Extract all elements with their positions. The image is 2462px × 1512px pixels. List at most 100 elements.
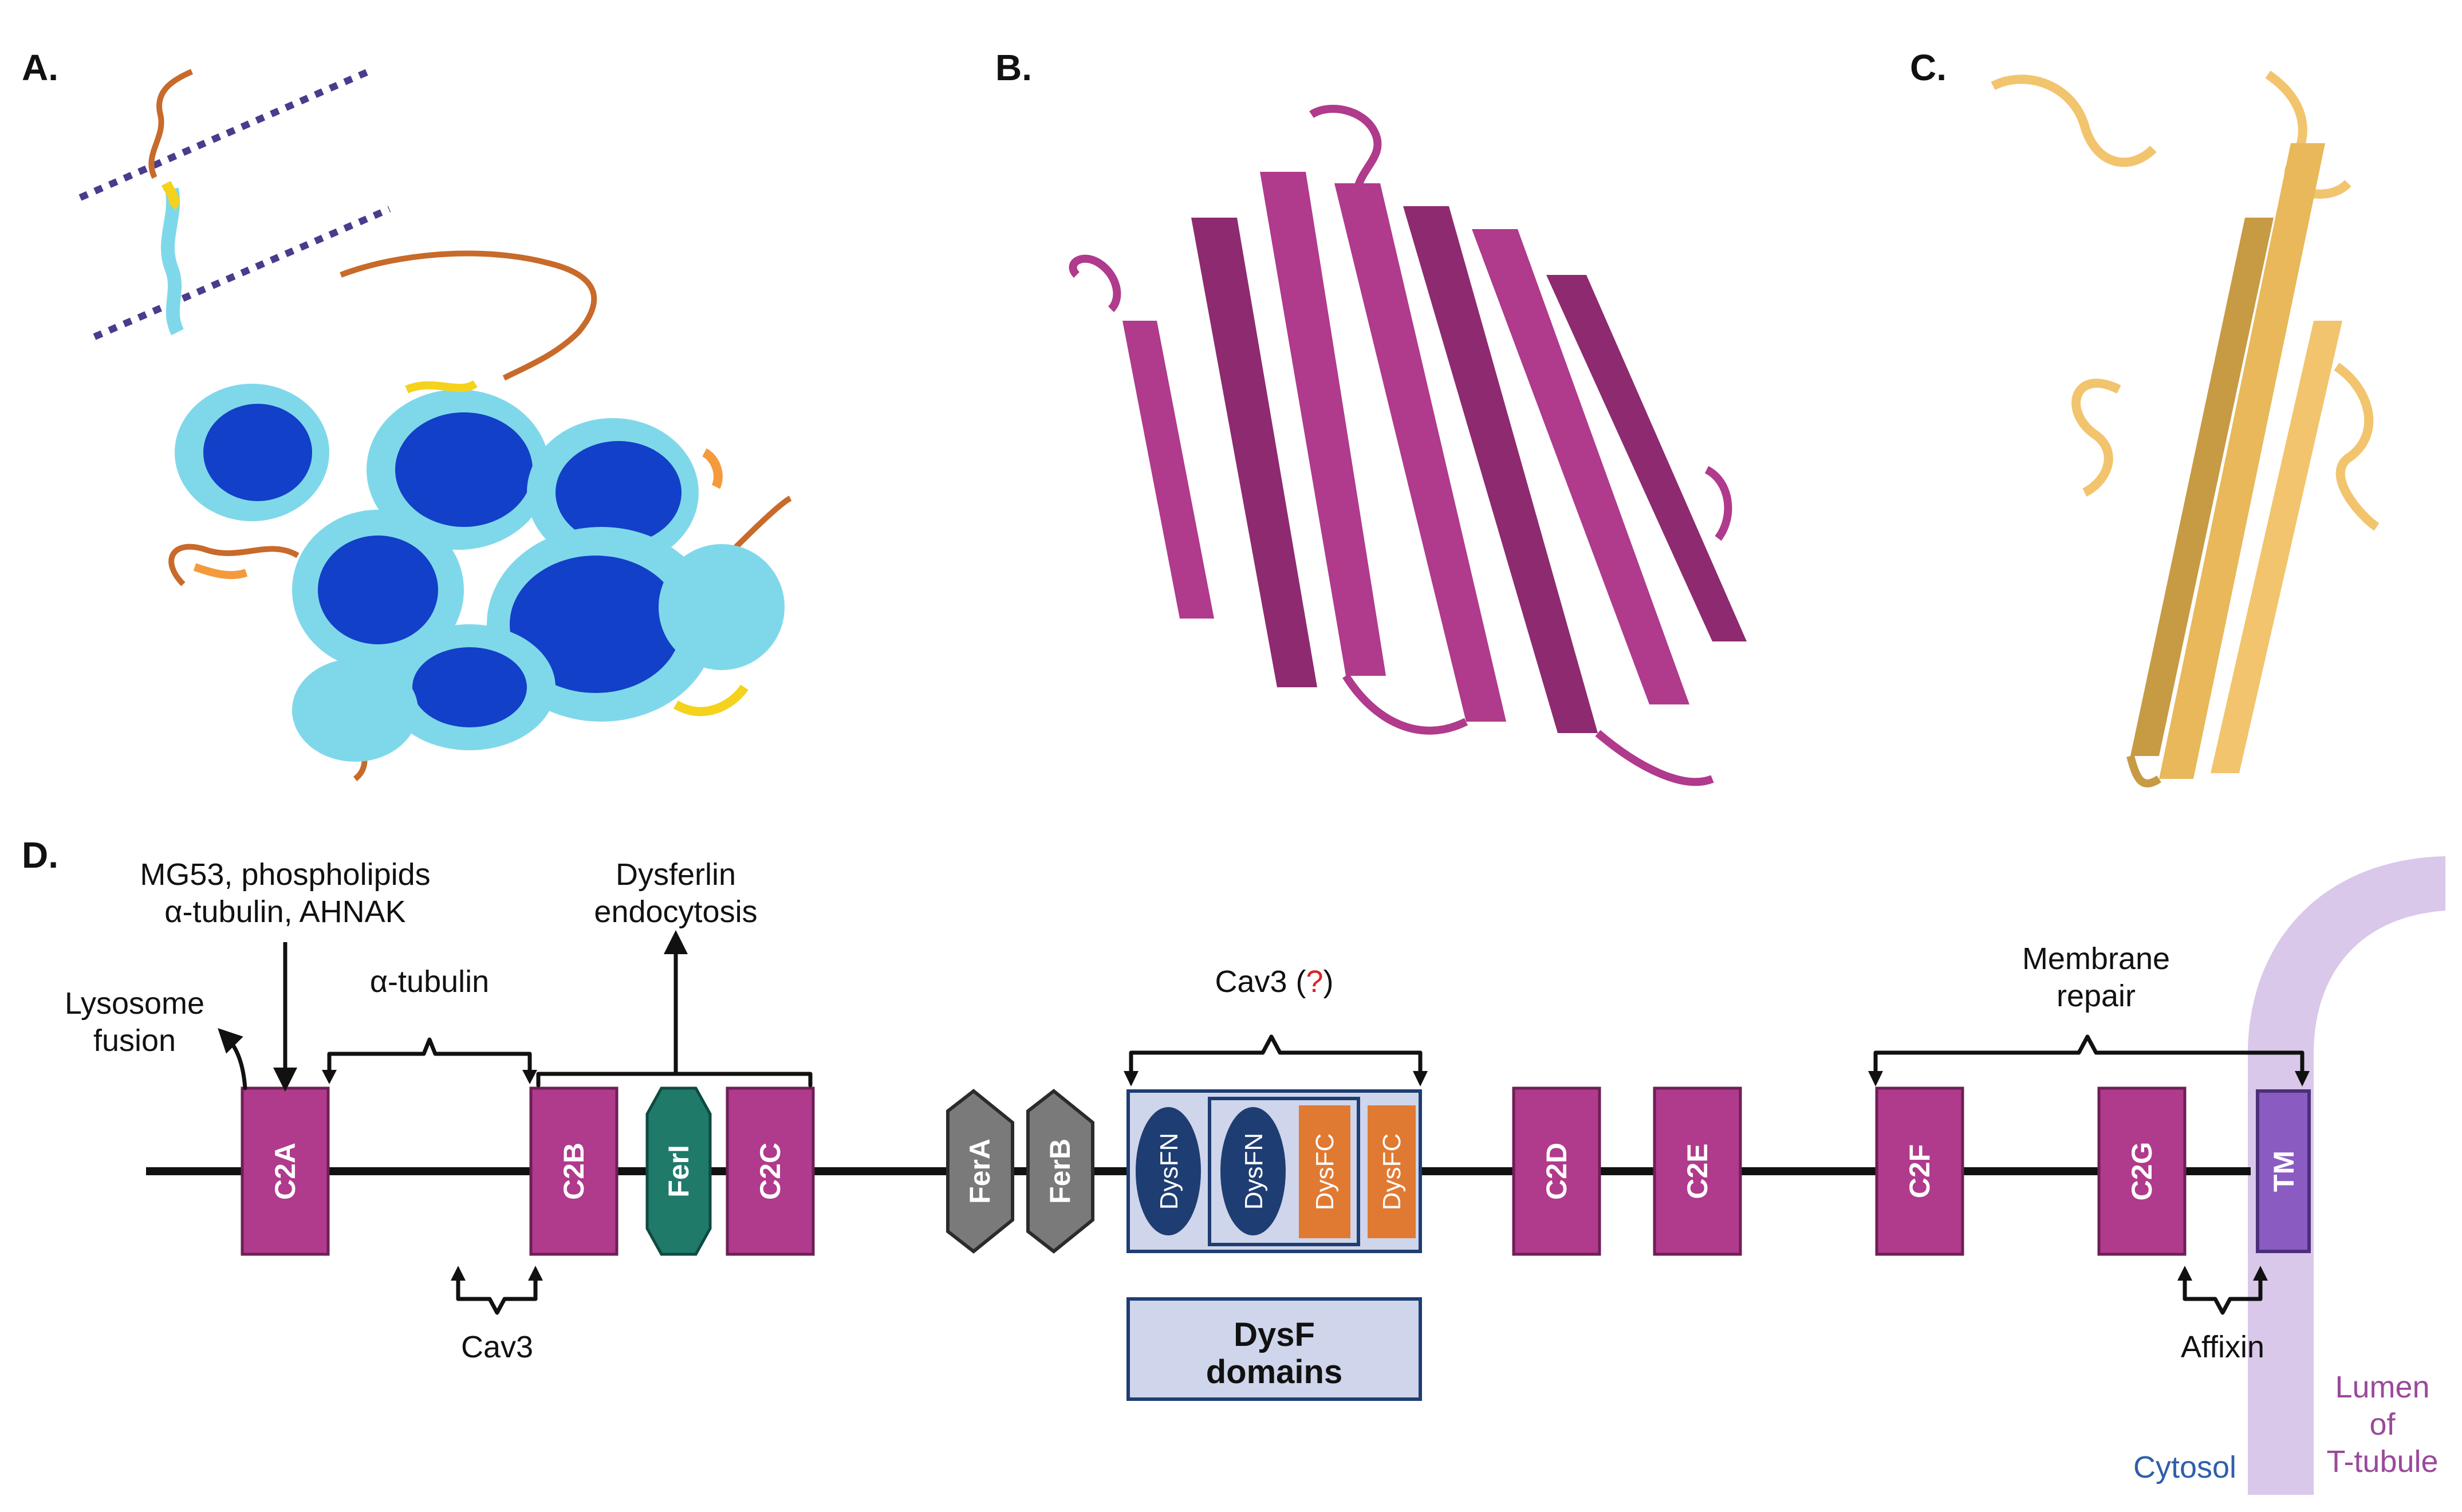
domain-blob-core xyxy=(510,556,682,693)
loop xyxy=(1704,466,1732,541)
domain-ferl-label: FerI xyxy=(663,1145,695,1198)
dysfc-domain-2 xyxy=(1368,1105,1416,1238)
cav3-dysf-arrowhead-right xyxy=(1413,1071,1428,1086)
domain-c2b: C2B xyxy=(529,1086,619,1256)
lysosome-label-line2: fusion xyxy=(93,1023,176,1058)
cav3-dysf-arrowhead-left xyxy=(1124,1071,1139,1086)
beta-strand xyxy=(1260,172,1386,676)
structure-b-dysf-domain xyxy=(1069,105,1747,786)
loop xyxy=(1595,730,1714,786)
domain-blob-core xyxy=(395,412,533,527)
lumen-label-line3: T-tubule xyxy=(2326,1444,2438,1479)
cav3-c2b-arrowhead-left xyxy=(451,1266,466,1281)
terminal-loop xyxy=(168,544,300,586)
dysfn-domain-2 xyxy=(1220,1107,1286,1235)
cav3-c2b-arrowhead-right xyxy=(528,1266,543,1281)
cav3-dysf-prefix: Cav3 ( xyxy=(1215,964,1306,999)
accent-yellow xyxy=(405,380,478,393)
lumen-label-line1: Lumen xyxy=(2335,1370,2429,1404)
domain-c2e: C2E xyxy=(1653,1086,1742,1256)
structure-a-full-dysferlin xyxy=(78,66,792,781)
domain-ferl: FerI xyxy=(645,1086,712,1256)
helix-yellow xyxy=(161,180,180,210)
domain-ferb: FerB xyxy=(1026,1089,1094,1254)
lumen-label-line2: of xyxy=(2369,1407,2396,1442)
terminal-loop xyxy=(148,69,193,179)
mg53-label-line1: MG53, phospholipids xyxy=(140,857,430,892)
dysf-label-box xyxy=(1126,1297,1422,1401)
affixin-label: Affixin xyxy=(2181,1330,2264,1364)
alpha-tubulin-arrowhead-right xyxy=(522,1070,537,1084)
domain-c2g: C2G xyxy=(2097,1086,2187,1256)
domain-blob-core xyxy=(412,647,527,727)
membrane-repair-label-line1: Membrane xyxy=(2022,942,2170,976)
domain-c2f: C2F xyxy=(1875,1086,1964,1256)
domain-fera: FerA xyxy=(946,1089,1014,1254)
cav3-dysf-question: ? xyxy=(1306,964,1323,999)
domain-c2a: C2A xyxy=(241,1086,330,1256)
dysfc-2-label: DysFC xyxy=(1378,1133,1406,1210)
membrane-repair-arrowhead-left xyxy=(1868,1071,1883,1086)
domain-c2c: C2C xyxy=(726,1086,815,1256)
beta-strand xyxy=(1546,275,1747,641)
domain-blob-core xyxy=(556,441,682,544)
lysosome-label-line1: Lysosome xyxy=(65,986,204,1021)
dysfc-1-label: DysFC xyxy=(1311,1133,1339,1210)
alpha-tubulin-label: α-tubulin xyxy=(370,964,489,999)
domain-blob xyxy=(292,659,418,762)
affixin-arrowhead-left xyxy=(2177,1266,2192,1281)
beta-strand xyxy=(1472,229,1689,704)
domain-tm: TM xyxy=(2256,1089,2311,1253)
domain-fera-label: FerA xyxy=(964,1139,996,1204)
dysf-label-line1: DysF xyxy=(1234,1316,1315,1353)
cav3-c2b-label: Cav3 xyxy=(461,1330,533,1364)
panel-label-b: B. xyxy=(995,47,1032,88)
accent-orange xyxy=(193,563,248,580)
panel-label-c: C. xyxy=(1910,47,1947,88)
membrane-repair-bracket xyxy=(1873,1034,2305,1079)
domain-diagram: C2A C2B FerI C2C FerA FerB DysFN xyxy=(65,856,2445,1495)
loop xyxy=(2126,755,2161,788)
dysfn-2-label: DysFN xyxy=(1240,1133,1268,1210)
dysf-region: DysFN DysFN DysFC DysFC xyxy=(1126,1089,1422,1253)
panel-label-d: D. xyxy=(22,834,58,876)
affixin-arrowhead-right xyxy=(2253,1266,2268,1281)
beta-strand xyxy=(2211,321,2342,773)
dysfn-1-label: DysFN xyxy=(1155,1133,1183,1210)
domain-c2f-label: C2F xyxy=(1904,1144,1936,1198)
beta-strand xyxy=(1191,218,1317,687)
affixin-bracket xyxy=(2183,1274,2263,1315)
loop xyxy=(2071,379,2121,497)
t-tubule-membrane xyxy=(2248,856,2445,1495)
beta-strand xyxy=(2159,143,2325,779)
mg53-label-line2: α-tubulin, AHNAK xyxy=(164,895,405,929)
endocytosis-bracket xyxy=(536,1072,813,1088)
membrane-repair-label-line2: repair xyxy=(2057,979,2136,1013)
cytosol-label: Cytosol xyxy=(2133,1450,2236,1485)
domain-c2b-label: C2B xyxy=(558,1143,590,1200)
domain-c2g-label: C2G xyxy=(2126,1142,2158,1201)
cav3-dysf-bracket xyxy=(1129,1034,1423,1079)
beta-strand xyxy=(1334,183,1506,722)
endocytosis-label-line1: Dysferlin xyxy=(616,857,736,892)
domain-blob xyxy=(659,544,785,670)
beta-strand xyxy=(2130,218,2274,756)
helix xyxy=(161,187,184,336)
loop xyxy=(1342,674,1468,735)
alpha-tubulin-arrowhead-left xyxy=(322,1070,337,1084)
membrane-dotted-line-top xyxy=(78,66,374,201)
loop xyxy=(1309,105,1382,191)
accent-orange xyxy=(702,448,723,489)
domain-c2a-label: C2A xyxy=(269,1143,301,1200)
domain-tm-label: TM xyxy=(2268,1151,2300,1192)
loop xyxy=(2334,363,2380,531)
beta-strand xyxy=(1122,321,1214,619)
dysfn-domain-1 xyxy=(1136,1107,1201,1235)
domain-c2c-label: C2C xyxy=(754,1143,786,1200)
loop xyxy=(1069,254,1121,312)
beta-strand xyxy=(1403,206,1598,733)
alpha-tubulin-bracket xyxy=(327,1037,532,1076)
domain-blob-core xyxy=(203,404,312,501)
domain-c2e-label: C2E xyxy=(1681,1143,1713,1199)
